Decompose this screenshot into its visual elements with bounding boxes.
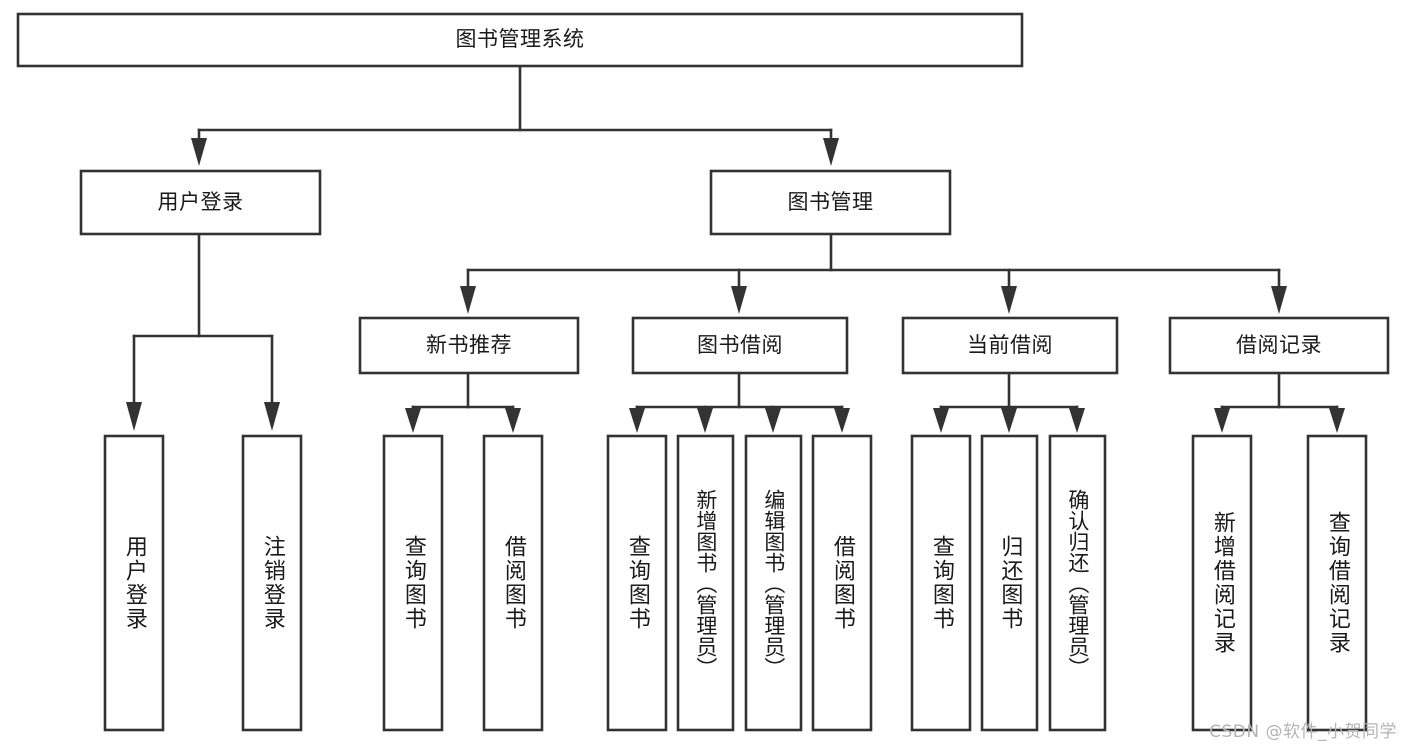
node-box-leaf-query-book-1[interactable] [382,434,444,732]
arrow-head-leaf-user-login [126,402,142,431]
arrow-head-leaf-query-book-1 [405,408,421,433]
connector-group-user-login [126,232,280,431]
connector-group-new-book-rec [405,371,521,433]
arrow-head-leaf-add-record [1214,408,1230,433]
node-box-leaf-query-record[interactable] [1306,434,1368,732]
arrow-head-book-borrow [731,286,747,314]
node-box-leaf-add-book[interactable] [676,434,735,732]
node-box-leaf-logout[interactable] [241,434,303,732]
node-box-leaf-return-book[interactable] [980,434,1039,732]
node-box-leaf-confirm-return[interactable] [1048,434,1107,732]
node-box-current-borrow[interactable] [901,316,1119,375]
connector-group-current-borrow [933,371,1085,433]
arrow-head-leaf-return-book [1001,408,1017,433]
node-box-user-login[interactable] [79,169,322,236]
arrow-head-leaf-query-book-2 [629,408,645,433]
connector-group-book-borrow [629,371,850,433]
arrow-head-new-book-rec [460,286,476,314]
node-box-book-mgmt[interactable] [709,169,952,236]
connector-group-book-mgmt [460,232,1287,314]
arrow-head-leaf-add-book [697,408,713,433]
arrow-head-leaf-logout [264,402,280,431]
node-box-root[interactable] [16,12,1024,68]
node-box-leaf-add-record[interactable] [1191,434,1253,732]
node-box-leaf-borrow-book-1[interactable] [482,434,544,732]
arrow-head-user-login [191,138,207,166]
node-box-leaf-user-login[interactable] [103,434,165,732]
node-box-borrow-record[interactable] [1168,316,1390,375]
arrow-head-leaf-edit-book [765,408,781,433]
arrow-head-leaf-borrow-book-2 [834,408,850,433]
node-box-leaf-edit-book[interactable] [744,434,803,732]
node-box-leaf-query-book-2[interactable] [606,434,668,732]
arrow-head-borrow-record [1271,286,1287,314]
node-box-book-borrow[interactable] [631,316,849,375]
node-box-leaf-borrow-book-2[interactable] [811,434,873,732]
arrow-head-current-borrow [1001,286,1017,314]
connector-group-borrow-record [1214,371,1345,433]
node-box-leaf-query-book-3[interactable] [910,434,972,732]
watermark-text: CSDN @软件_小贺同学 [1209,722,1397,742]
connector-group-root [191,63,839,166]
node-box-new-book-rec[interactable] [358,316,580,375]
arrow-head-leaf-query-book-3 [933,408,949,433]
arrow-head-leaf-confirm-return [1069,408,1085,433]
arrow-head-book-mgmt [823,138,839,166]
arrow-head-leaf-borrow-book-1 [505,408,521,433]
arrow-head-leaf-query-record [1329,408,1345,433]
